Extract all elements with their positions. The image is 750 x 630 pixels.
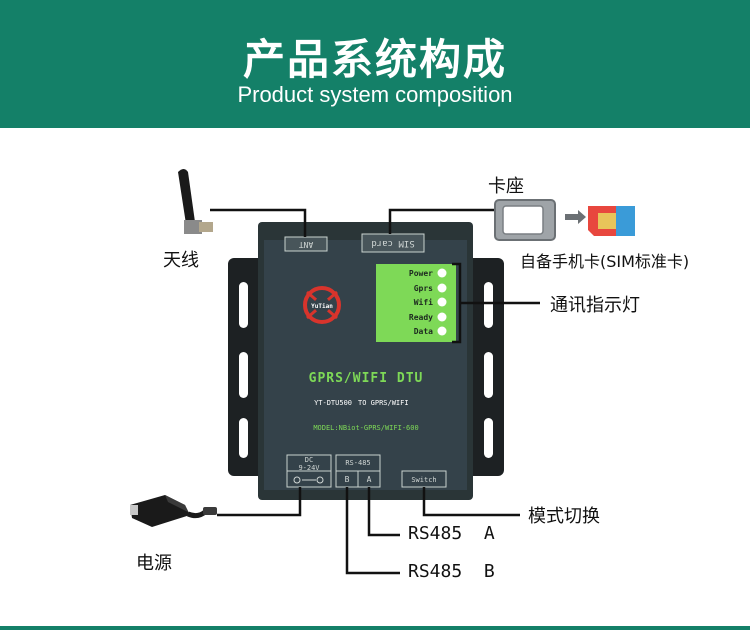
page-title: 产品系统构成 — [242, 35, 507, 84]
device-name: GPRS/WIFI DTU — [309, 371, 424, 386]
rs485-a-line — [367, 487, 400, 537]
antenna — [178, 169, 213, 234]
led-label-ready: Ready — [409, 313, 433, 322]
device-subline-left: YT-DTU500 — [314, 399, 352, 407]
system-diagram: ANT SIM card Power Gprs Wifi Ready Data … — [0, 128, 750, 626]
mode-switch-label: 模式切换 — [528, 506, 600, 527]
page-subtitle: Product system composition — [237, 82, 513, 107]
logo-text: YuTian — [311, 303, 333, 310]
device-subline-right: TO GPRS/WIFI — [358, 399, 409, 407]
terminal-a-label: A — [367, 475, 372, 484]
sim-port — [361, 233, 425, 253]
bottom-bar — [0, 626, 750, 630]
rs485-b-line — [345, 487, 400, 575]
sim-card — [565, 206, 635, 236]
yutian-logo — [303, 286, 341, 324]
led-wifi — [437, 297, 447, 307]
device-model: MODEL:NBiot-GPRS/WIFI-600 — [313, 424, 418, 432]
switch-connector-line — [422, 487, 520, 517]
led-data — [437, 326, 447, 336]
rs485-label: RS-485 — [345, 459, 370, 467]
card-slot-label: 卡座 — [488, 176, 524, 197]
sim-port-label: SIM card — [371, 238, 414, 248]
led-gprs — [437, 283, 447, 293]
switch-label: Switch — [411, 476, 436, 484]
led-label-wifi: Wifi — [414, 297, 433, 307]
dc-label: DC — [305, 456, 313, 464]
indicator-lights-label: 通讯指示灯 — [550, 295, 640, 316]
antenna-port-label: ANT — [299, 240, 314, 249]
dc-voltage-label: 9-24V — [298, 464, 320, 472]
led-ready — [437, 312, 447, 322]
power-connector-line — [217, 487, 302, 517]
led-callout-bracket — [452, 262, 540, 344]
antenna-connector-line — [210, 208, 307, 237]
antenna-label: 天线 — [163, 250, 199, 271]
led-label-power: Power — [409, 269, 433, 278]
power-adapter — [130, 495, 217, 527]
rs485-b-label: RS485 B — [408, 561, 495, 582]
sim-connector-line — [388, 208, 494, 234]
terminal-b-label: B — [345, 475, 350, 484]
led-dots — [437, 268, 447, 336]
dtu-device — [258, 222, 473, 500]
power-supply-label: 电源 — [136, 553, 172, 574]
sim-tray — [494, 199, 556, 241]
dc-polarity-icon — [293, 476, 324, 484]
led-label-gprs: Gprs — [414, 284, 433, 293]
sim-card-label: 自备手机卡(SIM标准卡) — [520, 252, 690, 271]
led-label-data: Data — [414, 327, 433, 336]
rs485-a-label: RS485 A — [408, 523, 495, 544]
header-banner: 产品系统构成 Product system composition — [0, 0, 750, 128]
led-power — [437, 268, 447, 278]
